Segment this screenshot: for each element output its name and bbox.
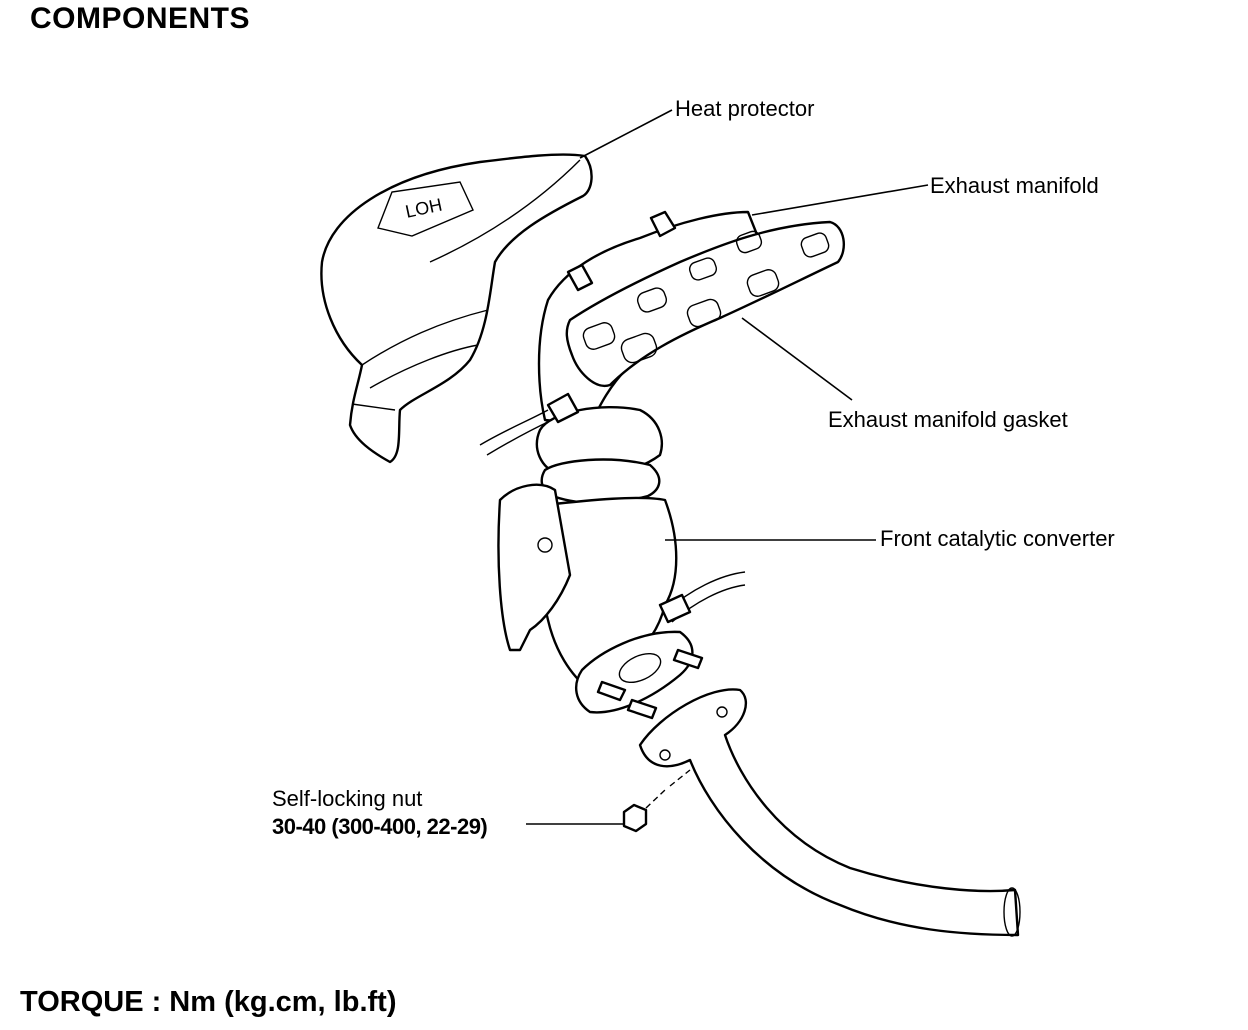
label-exhaust-manifold: Exhaust manifold: [930, 173, 1099, 198]
exhaust-manifold-leader: [751, 184, 929, 216]
exhaust-manifold-gasket-drawing: [565, 220, 846, 388]
manifold-flange-drawing: [479, 392, 663, 505]
heat-protector-leader: [579, 109, 673, 159]
heat-protector-drawing: LOH: [320, 153, 593, 464]
torque-units-footer: TORQUE : Nm (kg.cm, lb.ft): [20, 986, 397, 1018]
page-title: COMPONENTS: [30, 2, 251, 35]
label-heat-protector: Heat protector: [675, 96, 815, 121]
front-catalytic-converter-drawing: [497, 483, 746, 720]
label-exhaust-manifold-gasket: Exhaust manifold gasket: [828, 407, 1068, 432]
label-nut-torque: 30-40 (300-400, 22-29): [272, 814, 488, 839]
gasket-leader: [741, 317, 853, 401]
front-pipe-drawing: [638, 688, 1021, 937]
self-locking-nut-drawing: [622, 769, 691, 833]
label-self-locking-nut: Self-locking nut: [272, 786, 423, 811]
label-front-catalytic-converter: Front catalytic converter: [880, 526, 1115, 551]
